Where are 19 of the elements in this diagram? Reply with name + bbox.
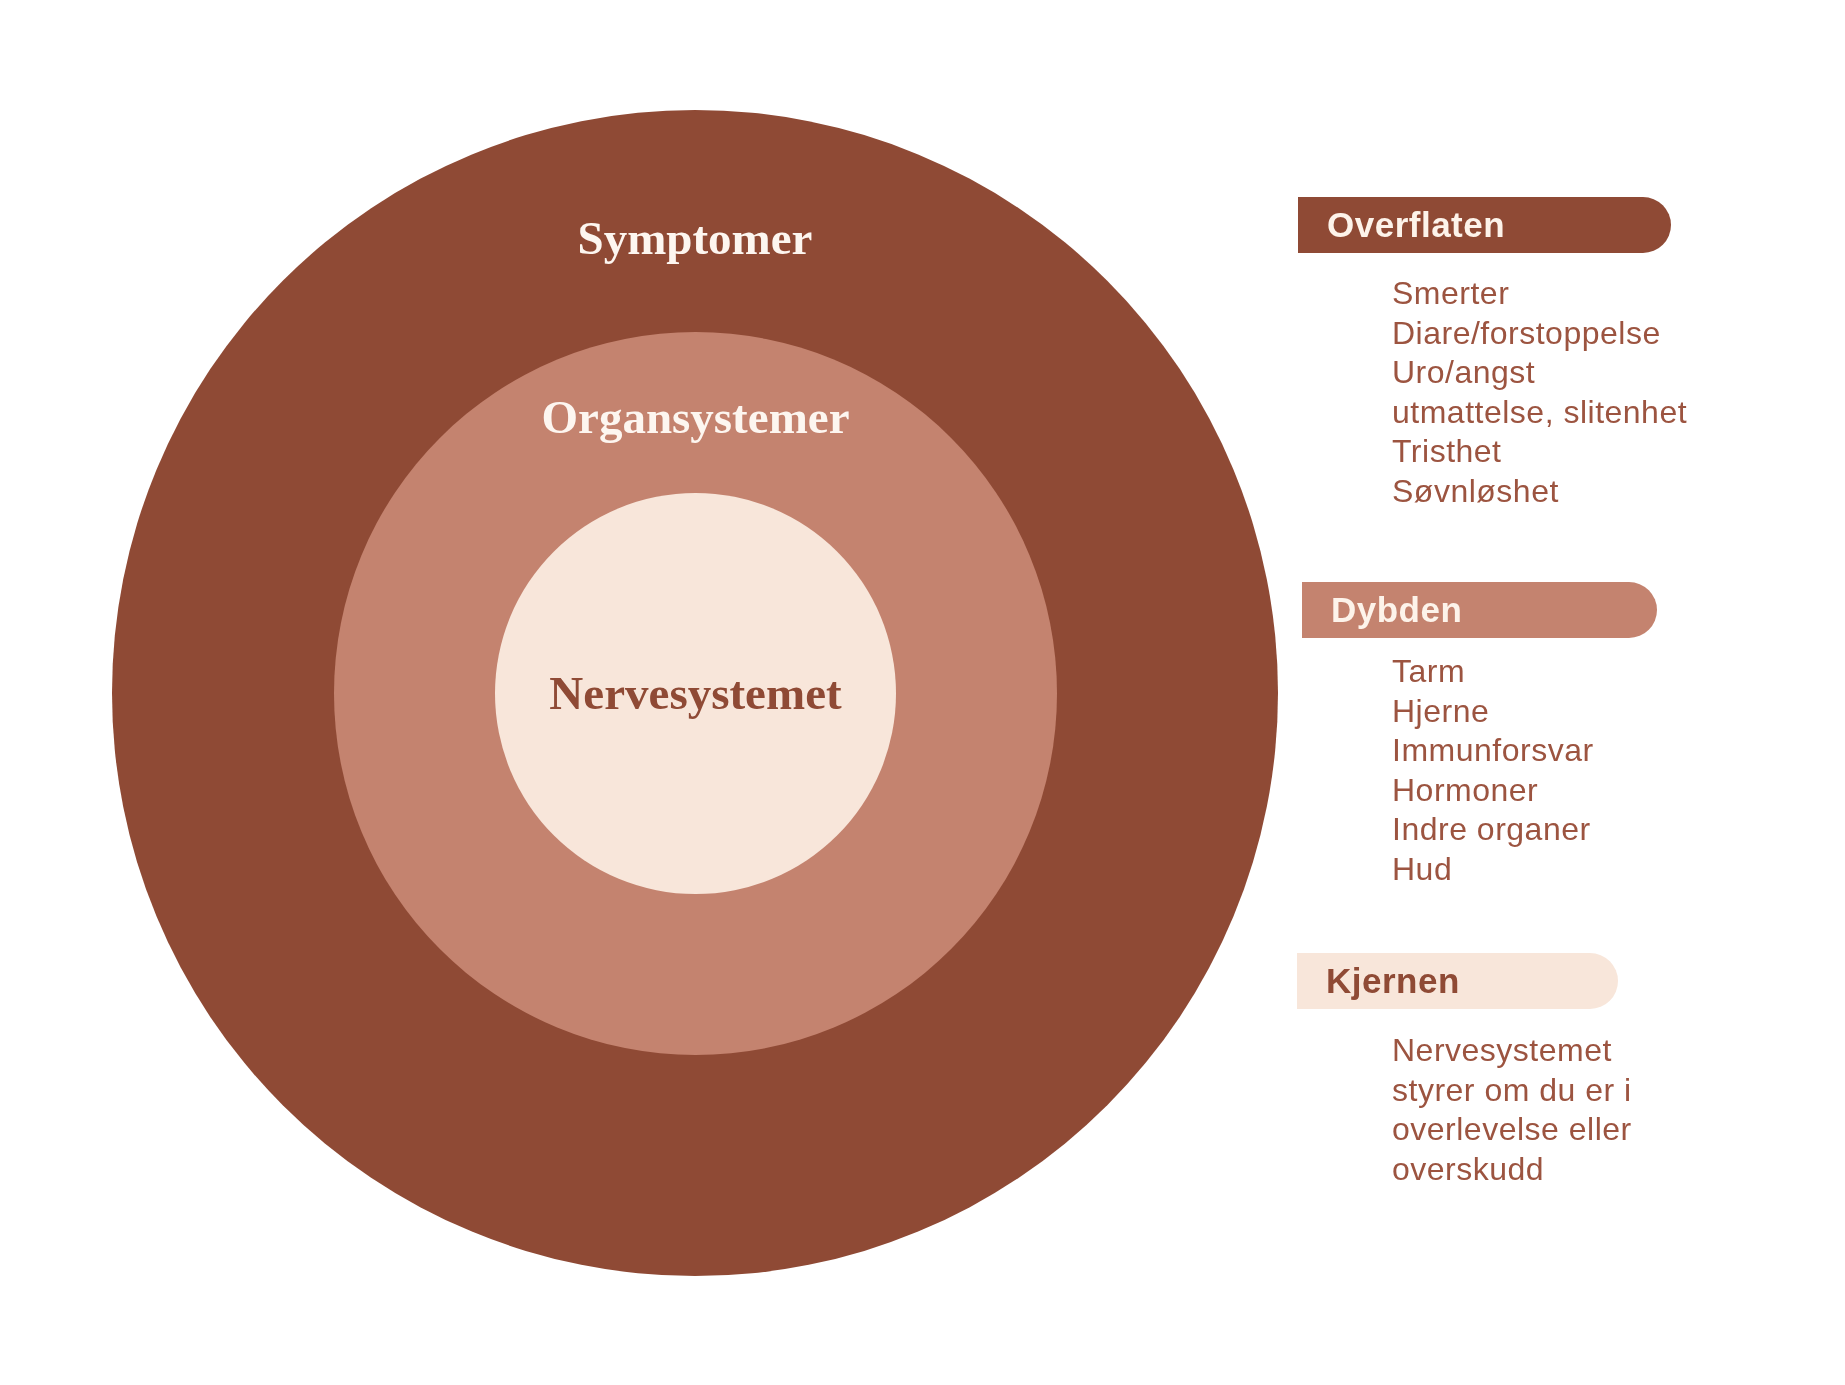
heading-tab: Kjernen: [1297, 953, 1618, 1009]
list-item: Indre organer: [1392, 810, 1591, 849]
list-item: Diare/forstoppelse: [1392, 313, 1661, 353]
list-item: Tarm: [1392, 652, 1466, 691]
circle-label: Symptomer: [577, 211, 813, 266]
heading-tab: Dybden: [1302, 582, 1657, 638]
heading-tab: Overflaten: [1298, 197, 1671, 253]
list-item: Hud: [1392, 849, 1453, 889]
list-item: Hormoner: [1392, 770, 1539, 810]
list-item: Nervesystemet styrer om du er i overlevelse eller overskudd: [1392, 1031, 1633, 1189]
list-item: Tristhet: [1392, 432, 1502, 471]
list-item: Hjerne: [1392, 691, 1490, 731]
list-item: Søvnløshet: [1392, 471, 1559, 511]
list-item: Uro/angst: [1392, 353, 1536, 392]
list-item: Immunforsvar: [1392, 731, 1594, 770]
list-item: utmattelse, slitenhet: [1392, 392, 1688, 432]
list-item: Smerter: [1392, 274, 1510, 313]
circle-label: Organsystemer: [541, 390, 850, 445]
circle-label: Nervesystemet: [549, 666, 842, 721]
